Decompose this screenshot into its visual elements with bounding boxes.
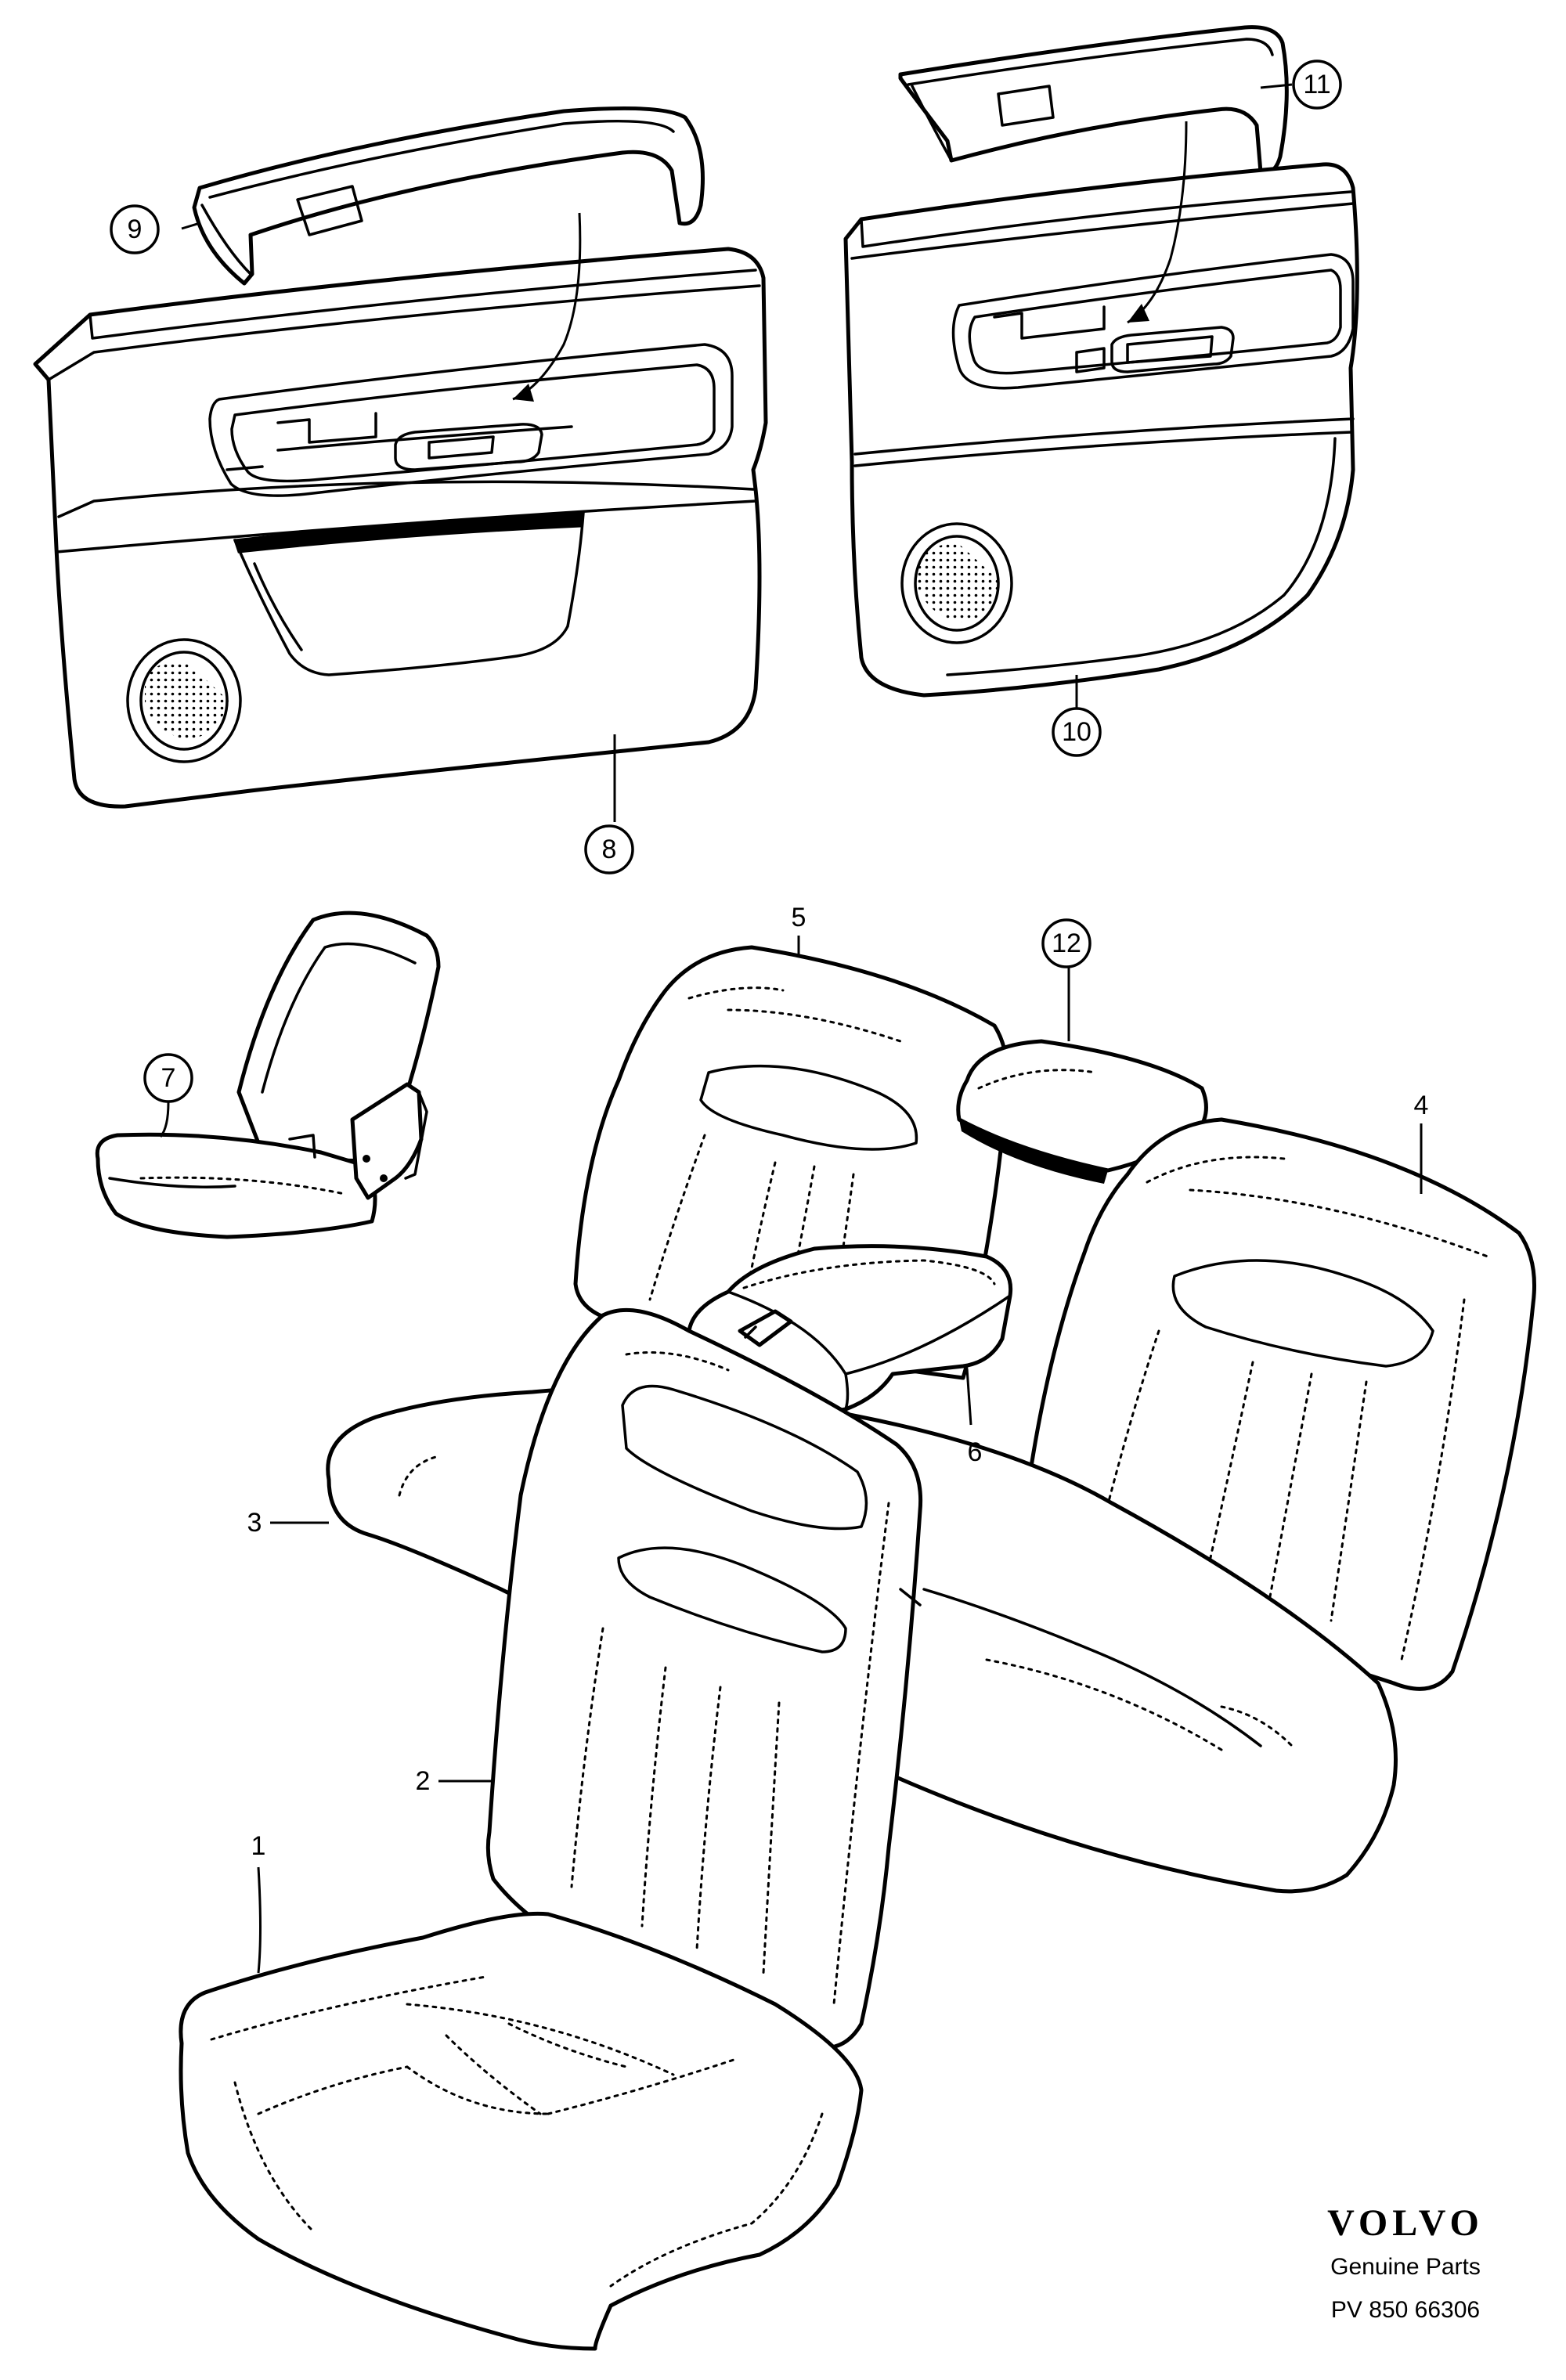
fit-arrow-rear-head — [1128, 304, 1149, 323]
callout-1[interactable]: 1 — [251, 1831, 266, 1861]
callout-5[interactable]: 5 — [792, 903, 806, 932]
callout-8[interactable]: 8 — [584, 824, 634, 874]
callout-9[interactable]: 9 — [110, 204, 160, 254]
diagram-code: PV 850 66306 — [1331, 2297, 1480, 2323]
callout-4[interactable]: 4 — [1414, 1091, 1429, 1120]
brand-block: VOLVO Genuine Parts PV 850 66306 — [1327, 2202, 1484, 2323]
callout-label: 5 — [792, 903, 806, 932]
callout-label: 6 — [968, 1437, 983, 1467]
genuine-parts-label: Genuine Parts — [1330, 2254, 1481, 2280]
callout-label: 12 — [1052, 929, 1081, 958]
callout-label: 2 — [416, 1766, 431, 1796]
callout-label: 4 — [1414, 1091, 1429, 1120]
callout-12[interactable]: 12 — [1041, 918, 1092, 968]
folding-seat — [95, 911, 441, 1239]
front-seat-backrest — [485, 1307, 923, 2050]
front-door-trim-panel — [33, 247, 768, 822]
callout-leaders — [159, 83, 1423, 1974]
callout-label: 7 — [161, 1063, 176, 1093]
callout-2[interactable]: 2 — [416, 1766, 431, 1796]
fit-arrow-front-head — [513, 384, 534, 402]
callout-7[interactable]: 7 — [143, 1053, 193, 1103]
volvo-logo-text: VOLVO — [1327, 2202, 1484, 2244]
front-door-armrest-cover — [192, 106, 705, 286]
callout-10[interactable]: 10 — [1052, 707, 1102, 757]
callout-label: 1 — [251, 1831, 266, 1861]
rear-door-trim-panel — [843, 162, 1359, 709]
front-seat-cushion — [179, 1911, 864, 2351]
callout-6[interactable]: 6 — [968, 1437, 983, 1467]
callout-label: 10 — [1062, 717, 1092, 747]
fit-arrow-rear — [1127, 121, 1188, 324]
callout-label: 3 — [247, 1508, 262, 1538]
callout-3[interactable]: 3 — [247, 1508, 262, 1538]
fit-arrow-front — [512, 212, 582, 401]
callout-11[interactable]: 11 — [1292, 60, 1342, 110]
rear-door-armrest-cover — [898, 25, 1289, 175]
callout-label: 11 — [1303, 70, 1330, 99]
callout-label: 8 — [602, 835, 617, 864]
callout-label: 9 — [128, 215, 143, 244]
